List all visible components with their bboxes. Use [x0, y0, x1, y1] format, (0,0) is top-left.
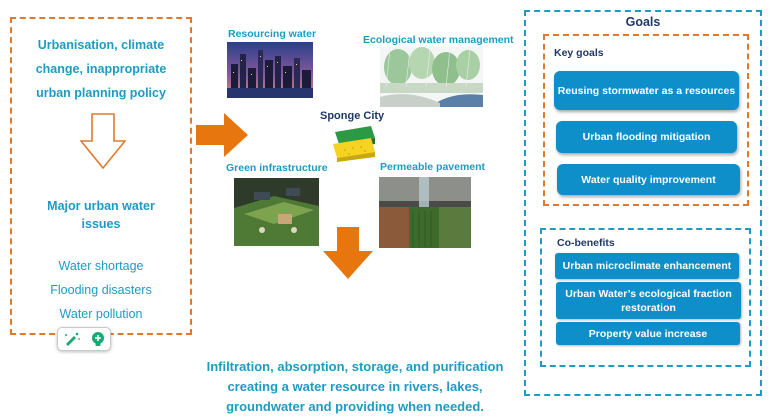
ecological-management-label: Ecological water management — [363, 34, 514, 46]
key-goal-item: Urban flooding mitigation — [556, 121, 737, 153]
bulb-plus-icon[interactable] — [90, 331, 106, 347]
process-caption: Infiltration, absorption, storage, and p… — [190, 357, 520, 417]
down-arrow-orange-icon — [323, 227, 373, 279]
ecological-landscape-image — [380, 47, 483, 107]
key-goal-item: Reusing stormwater as a resources — [554, 71, 739, 110]
driver-line: urban planning policy — [36, 86, 166, 100]
driver-line: Urbanisation, climate — [37, 38, 165, 52]
co-benefits-panel — [540, 228, 751, 367]
down-arrow-icon — [80, 113, 126, 169]
right-arrow-icon — [196, 113, 248, 157]
key-goal-item: Water quality improvement — [557, 164, 740, 195]
floating-toolbar[interactable] — [57, 327, 111, 351]
key-goals-panel — [543, 34, 749, 206]
driver-line: change, inappropriate — [35, 62, 167, 76]
major-issues-title: Major urban water issues — [10, 197, 192, 233]
permeable-pavement-image — [379, 177, 471, 248]
caption-line: groundwater and providing when needed. — [226, 399, 484, 414]
co-benefit-item: Urban microclimate enhancement — [555, 253, 739, 279]
co-benefits-title: Co-benefits — [557, 237, 615, 249]
magic-pen-icon[interactable] — [63, 331, 81, 347]
caption-line: creating a water resource in rivers, lak… — [227, 379, 483, 394]
drivers-text: Urbanisation, climate change, inappropri… — [10, 33, 192, 105]
issue-item: Water pollution — [59, 307, 143, 321]
caption-line: Infiltration, absorption, storage, and p… — [206, 359, 504, 374]
co-benefit-item: Urban Water’s ecological fraction restor… — [556, 282, 741, 319]
major-issues-line: Major urban water — [47, 199, 155, 213]
permeable-pavement-label: Permeable pavement — [380, 161, 486, 173]
issue-item: Water shortage — [58, 259, 144, 273]
sponge-city-label: Sponge City — [320, 110, 385, 122]
goals-title: Goals — [625, 15, 661, 29]
green-roof-image — [234, 178, 319, 246]
resourcing-water-label: Resourcing water — [228, 28, 317, 40]
green-infrastructure-label: Green infrastructure — [226, 162, 328, 174]
key-goals-title: Key goals — [554, 47, 604, 59]
city-skyline-image — [227, 42, 313, 98]
major-issues-line: issues — [81, 217, 121, 231]
sponge-icon — [333, 126, 375, 162]
co-benefit-item: Property value increase — [556, 322, 740, 345]
goals-panel — [524, 10, 762, 396]
issue-item: Flooding disasters — [50, 283, 152, 297]
